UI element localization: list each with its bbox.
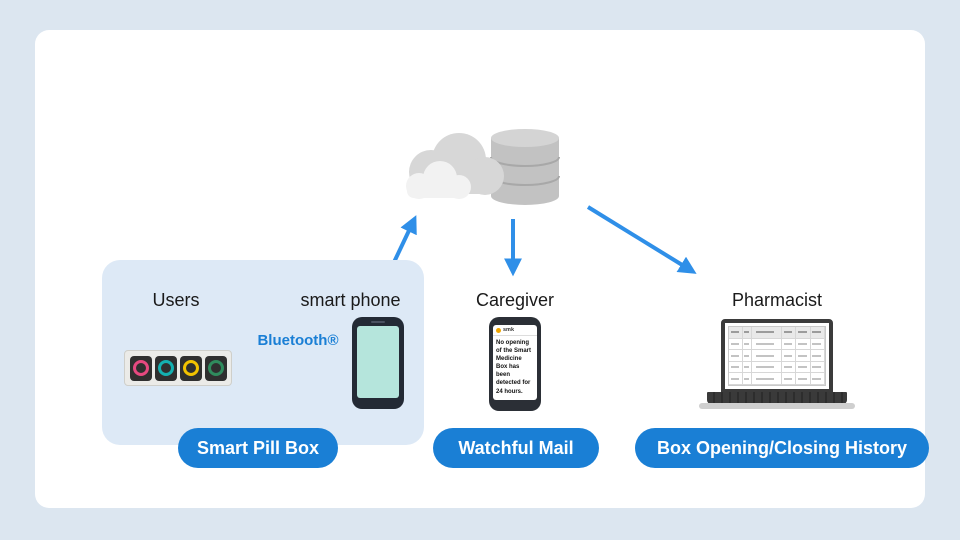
pill-ring-icon [207, 360, 224, 376]
laptop-table-cell [743, 361, 753, 374]
smartphone-screen [357, 326, 399, 398]
pill-slot [204, 355, 227, 381]
smartphone-label: smart phone [300, 290, 401, 310]
laptop-table-cell [752, 350, 782, 362]
laptop-table-cell [781, 327, 797, 339]
history-arrow-icon [586, 205, 697, 274]
phone-speaker-icon [371, 321, 385, 323]
laptop-icon [721, 319, 833, 393]
laptop-table-cell [752, 373, 782, 385]
laptop-table-cell [729, 350, 744, 362]
cloud-database-icon [406, 129, 560, 205]
smartphone-icon [352, 317, 404, 409]
laptop-table-cell [810, 350, 825, 362]
laptop-table-cell [796, 327, 811, 339]
pill-ring-icon [132, 360, 149, 376]
laptop-table [728, 326, 826, 386]
laptop-table-cell [781, 338, 797, 351]
diagram-card: Users smart phone Bluetooth® Caregiver s… [35, 30, 929, 508]
watchful-mail-button: Watchful Mail [433, 428, 599, 468]
caregiver-phone-icon: smk No opening of the Smart Medicine Box… [489, 317, 541, 411]
laptop-table-cell [743, 338, 753, 351]
laptop-table-cell [752, 361, 782, 374]
laptop-table-cell [796, 361, 811, 374]
laptop-table-cell [810, 361, 825, 374]
laptop-table-cell [743, 373, 753, 385]
laptop-table-cell [729, 338, 744, 351]
pill-slot [129, 355, 152, 381]
laptop-table-cell [729, 327, 744, 339]
mail-message: No opening of the Smart Medicine Box has… [496, 340, 532, 395]
laptop-table-cell [729, 373, 744, 385]
pill-ring-icon [157, 360, 174, 376]
laptop-table-cell [810, 338, 825, 351]
laptop-table-cell [796, 350, 811, 362]
cloud-icon [406, 133, 504, 199]
box-history-button: Box Opening/Closing History [635, 428, 929, 468]
laptop-table-cell [796, 373, 811, 385]
laptop-base [699, 403, 855, 409]
mail-header: smk [493, 325, 537, 336]
pill-box-icon [124, 350, 232, 386]
smart-pill-box-button: Smart Pill Box [178, 428, 338, 468]
laptop-table-cell [729, 361, 744, 374]
laptop-table-cell [810, 327, 825, 339]
laptop-table-cell [781, 361, 797, 374]
laptop-table-cell [810, 373, 825, 385]
mail-app-dot-icon [496, 327, 501, 333]
pill-ring-icon [182, 360, 199, 376]
laptop-table-cell [796, 338, 811, 351]
mail-app-name: smk [503, 327, 515, 333]
laptop-table-cell [752, 327, 782, 339]
pill-slot [179, 355, 202, 381]
database-icon [490, 129, 560, 205]
laptop-keyboard [707, 392, 847, 404]
laptop-table-cell [781, 350, 797, 362]
laptop-table-cell [743, 327, 753, 339]
pharmacist-label: Pharmacist [731, 290, 823, 310]
caregiver-label: Caregiver [475, 290, 555, 310]
laptop-table-cell [743, 350, 753, 362]
caregiver-phone-screen: smk No opening of the Smart Medicine Box… [493, 325, 537, 400]
pill-slot [154, 355, 177, 381]
bluetooth-label: Bluetooth® [257, 332, 339, 349]
laptop-table-cell [781, 373, 797, 385]
laptop-table-cell [752, 338, 782, 351]
users-label: Users [152, 290, 200, 310]
